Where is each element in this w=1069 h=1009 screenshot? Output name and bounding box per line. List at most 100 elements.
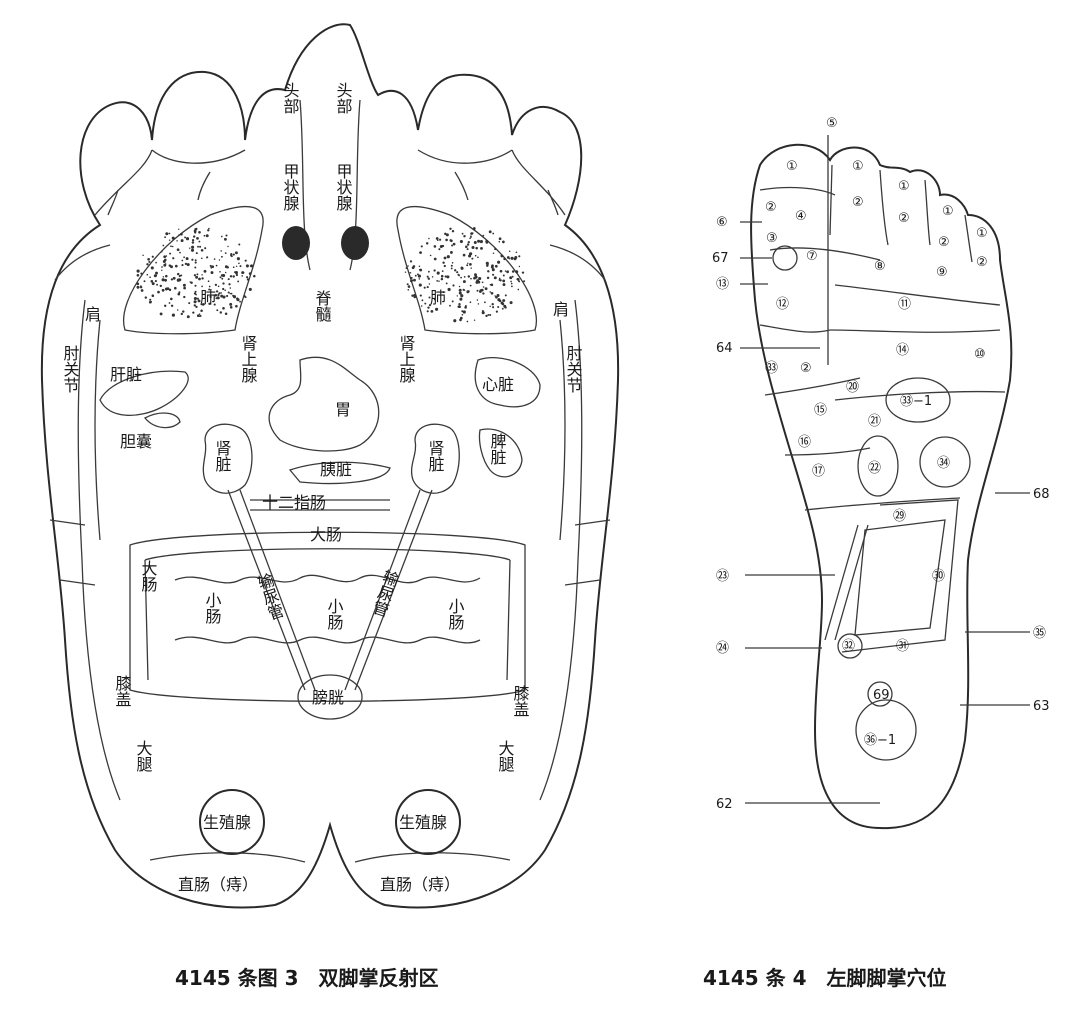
lung-stipple-dot	[204, 247, 207, 250]
lung-stipple-dot	[186, 263, 190, 267]
label-bladder: 膀胱	[312, 688, 344, 707]
lung-stipple-dot	[155, 261, 157, 264]
lung-stipple-dot	[510, 256, 514, 260]
lung-stipple-dot	[449, 304, 451, 307]
lung-stipple-dot	[413, 294, 415, 296]
lung-stipple-dot	[164, 278, 168, 282]
lung-stipple-dot	[224, 289, 226, 291]
lung-stipple-dot	[172, 257, 175, 260]
lung-stipple-dot	[216, 309, 219, 312]
lung-stipple-dot	[484, 301, 486, 304]
lung-stipple-dot	[438, 280, 440, 282]
lung-stipple-dot	[208, 302, 211, 305]
caption-left: 4145 条图 3 双脚掌反射区	[175, 966, 439, 990]
lung-stipple-dot	[194, 259, 197, 262]
lung-stipple-dot	[161, 251, 163, 253]
lung-stipple-dot	[462, 310, 466, 314]
lung-stipple-dot	[499, 269, 503, 273]
lung-stipple-dot	[148, 300, 152, 304]
point-21: ㉑	[868, 414, 881, 429]
label-head-left: 头部	[281, 82, 300, 114]
spleen-shape	[478, 428, 523, 478]
lung-stipple-dot	[409, 260, 413, 263]
label-shoulder-right: 肩	[553, 300, 569, 319]
lung-stipple-dot	[496, 293, 500, 298]
stomach-shape	[268, 356, 380, 452]
point-31: ㉛	[896, 639, 909, 654]
lung-left-shape	[122, 205, 264, 335]
lung-stipple-dot	[477, 280, 481, 284]
point-69: 69	[873, 688, 890, 703]
label-thigh-right: 大腿	[496, 740, 515, 773]
lung-stipple-dot	[407, 288, 410, 291]
lung-stipple-dot	[440, 274, 444, 278]
label-thyroid-right: 甲状腺	[334, 163, 353, 212]
lung-stipple-dot	[427, 306, 430, 309]
lung-stipple-dot	[229, 302, 233, 306]
lung-stipple	[136, 227, 526, 323]
lung-stipple-dot	[171, 313, 175, 317]
lung-stipple-dot	[458, 285, 461, 288]
lung-stipple-dot	[176, 309, 179, 311]
label-thyroid-left: 甲状腺	[281, 163, 300, 212]
lung-stipple-dot	[174, 264, 178, 268]
label-spleen: 脾脏	[488, 433, 507, 466]
lung-stipple-dot	[154, 280, 157, 283]
lung-stipple-dot	[168, 232, 171, 235]
lung-stipple-dot	[463, 234, 466, 238]
lung-stipple-dot	[469, 263, 472, 266]
label-adrenal-left: 肾上腺	[239, 335, 258, 384]
lung-stipple-dot	[219, 270, 221, 273]
lung-stipple-dot	[497, 305, 500, 309]
lung-stipple-dot	[481, 309, 484, 312]
lung-stipple-dot	[406, 283, 409, 286]
lung-stipple-dot	[493, 276, 497, 280]
lung-stipple-dot	[456, 271, 459, 274]
label-elbow-right: 肘关节	[564, 345, 583, 393]
label-ureter-left: 输尿管	[253, 571, 286, 623]
lung-stipple-dot	[445, 282, 448, 285]
lung-stipple-dot	[494, 247, 497, 251]
lung-stipple-dot	[492, 252, 495, 255]
lung-stipple-dot	[462, 288, 465, 291]
lung-stipple-dot	[201, 277, 204, 280]
lung-stipple-dot	[136, 269, 140, 273]
lung-stipple-dot	[235, 273, 239, 277]
lung-stipple-dot	[409, 271, 412, 274]
lung-stipple-dot	[161, 266, 163, 268]
lung-stipple-dot	[446, 275, 450, 279]
lung-stipple-dot	[466, 248, 469, 251]
lung-stipple-dot	[416, 273, 419, 276]
lung-stipple-dot	[430, 310, 434, 313]
left-sole-outline	[750, 143, 1013, 830]
label-small-intestine-1: 小肠	[203, 592, 222, 625]
both-soles-diagram: 头部 头部 甲状腺 甲状腺 脊髓 肺 肺 肩 肩 肘关节 肘关节 肝脏 胆囊 肾…	[40, 23, 620, 909]
lung-stipple-dot	[490, 265, 494, 269]
label-liver: 肝脏	[110, 365, 142, 384]
lung-stipple-dot	[435, 237, 439, 240]
lung-stipple-dot	[443, 256, 447, 260]
lung-stipple-dot	[244, 259, 247, 262]
lung-stipple-dot	[482, 286, 485, 288]
lung-stipple-dot	[193, 296, 197, 301]
lung-stipple-dot	[253, 274, 256, 278]
lung-stipple-dot	[213, 258, 216, 260]
point-35: ㉟	[1033, 626, 1046, 641]
lung-stipple-dot	[418, 278, 421, 280]
lung-stipple-dot	[451, 244, 454, 247]
gonad-right-circle	[395, 789, 461, 855]
lung-stipple-dot	[236, 298, 240, 302]
lung-stipple-dot	[168, 239, 171, 241]
lung-stipple-dot	[198, 277, 201, 281]
lung-stipple-dot	[407, 265, 409, 267]
lung-stipple-dot	[245, 276, 249, 279]
lung-stipple-dot	[461, 314, 464, 316]
point-24: ㉔	[716, 641, 729, 656]
lung-stipple-dot	[420, 245, 423, 248]
lung-stipple-dot	[428, 296, 431, 299]
lung-stipple-dot	[235, 304, 238, 308]
lung-stipple-dot	[459, 318, 462, 322]
lung-stipple-dot	[449, 239, 452, 242]
lung-stipple-dot	[151, 255, 154, 258]
lung-stipple-dot	[194, 290, 197, 293]
